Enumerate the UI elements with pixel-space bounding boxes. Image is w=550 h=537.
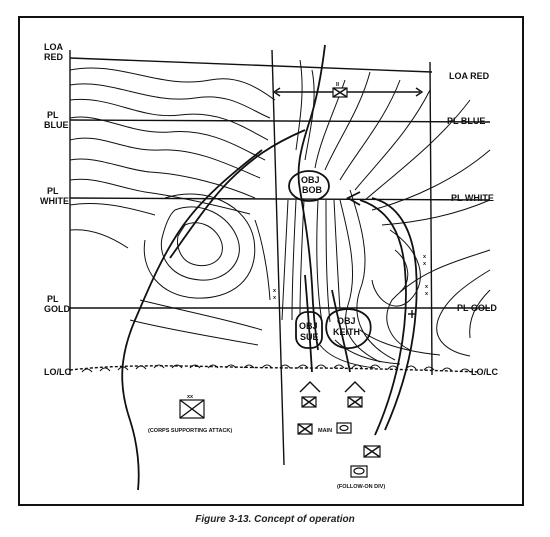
label-loa-left-1: LOA xyxy=(44,42,63,52)
label-loa-left-2: RED xyxy=(44,52,64,62)
objectives xyxy=(288,170,372,350)
label-gold-left-1: PL xyxy=(47,294,59,304)
corps-support-echelon: xx xyxy=(187,394,194,400)
svg-text:x: x xyxy=(425,284,429,290)
obj-sue-outline xyxy=(295,311,323,349)
label-obj-keith-1: OBJ xyxy=(337,316,356,326)
label-obj-keith-2: KEITH xyxy=(333,327,360,337)
svg-text:x: x xyxy=(423,261,427,267)
label-follow-on-div: (FOLLOW-ON DIV) xyxy=(337,484,385,490)
label-blue-right: PL BLUE xyxy=(447,116,485,126)
label-white-left-2: WHITE xyxy=(40,196,69,206)
label-corps-supporting-attack: (CORPS SUPPORTING ATTACK) xyxy=(148,428,232,434)
right-boundary xyxy=(429,61,433,376)
label-white-left-1: PL xyxy=(47,186,59,196)
label-obj-sue-1: OBJ xyxy=(299,321,318,331)
svg-text:x: x xyxy=(273,295,277,301)
svg-text:x: x xyxy=(425,291,429,297)
attack-arrows xyxy=(272,87,424,436)
loa-red-line xyxy=(69,57,433,73)
rivers xyxy=(121,44,326,491)
phase-lines xyxy=(69,49,491,466)
label-main: MAIN xyxy=(318,428,332,434)
label-blue-left-1: PL xyxy=(47,110,59,120)
label-lolc-right: LO/LC xyxy=(471,367,498,377)
svg-text:x: x xyxy=(273,288,277,294)
label-blue-left-2: BLUE xyxy=(44,120,69,130)
label-obj-bob-2: BOB xyxy=(302,185,323,195)
obj-keith-outline xyxy=(325,308,372,350)
obj-bob-outline xyxy=(288,170,330,202)
label-gold-left-2: GOLD xyxy=(44,304,70,314)
line-of-departure xyxy=(69,364,481,373)
label-gold-right: PL GOLD xyxy=(457,303,497,313)
unit-symbols: II xx xyxy=(179,82,381,478)
pl-white-line xyxy=(69,197,491,201)
label-obj-sue-2: SUE xyxy=(300,332,319,342)
pl-blue-line xyxy=(69,119,491,123)
label-loa-right: LOA RED xyxy=(449,71,490,81)
map-labels: LOA RED LOA RED PL BLUE PL BLUE PL WHITE… xyxy=(40,42,498,490)
recon-unit-echelon: II xyxy=(336,82,340,88)
label-lolc-left: LO/LC xyxy=(44,367,71,377)
label-white-right: PL WHITE xyxy=(451,193,494,203)
center-boundary xyxy=(271,49,285,466)
boundary-markers: x x x x x x xyxy=(273,254,429,318)
label-obj-bob-1: OBJ xyxy=(301,175,320,185)
terrain-contours xyxy=(69,59,491,369)
svg-text:x: x xyxy=(423,254,427,260)
figure-caption: Figure 3-13. Concept of operation xyxy=(195,514,355,525)
